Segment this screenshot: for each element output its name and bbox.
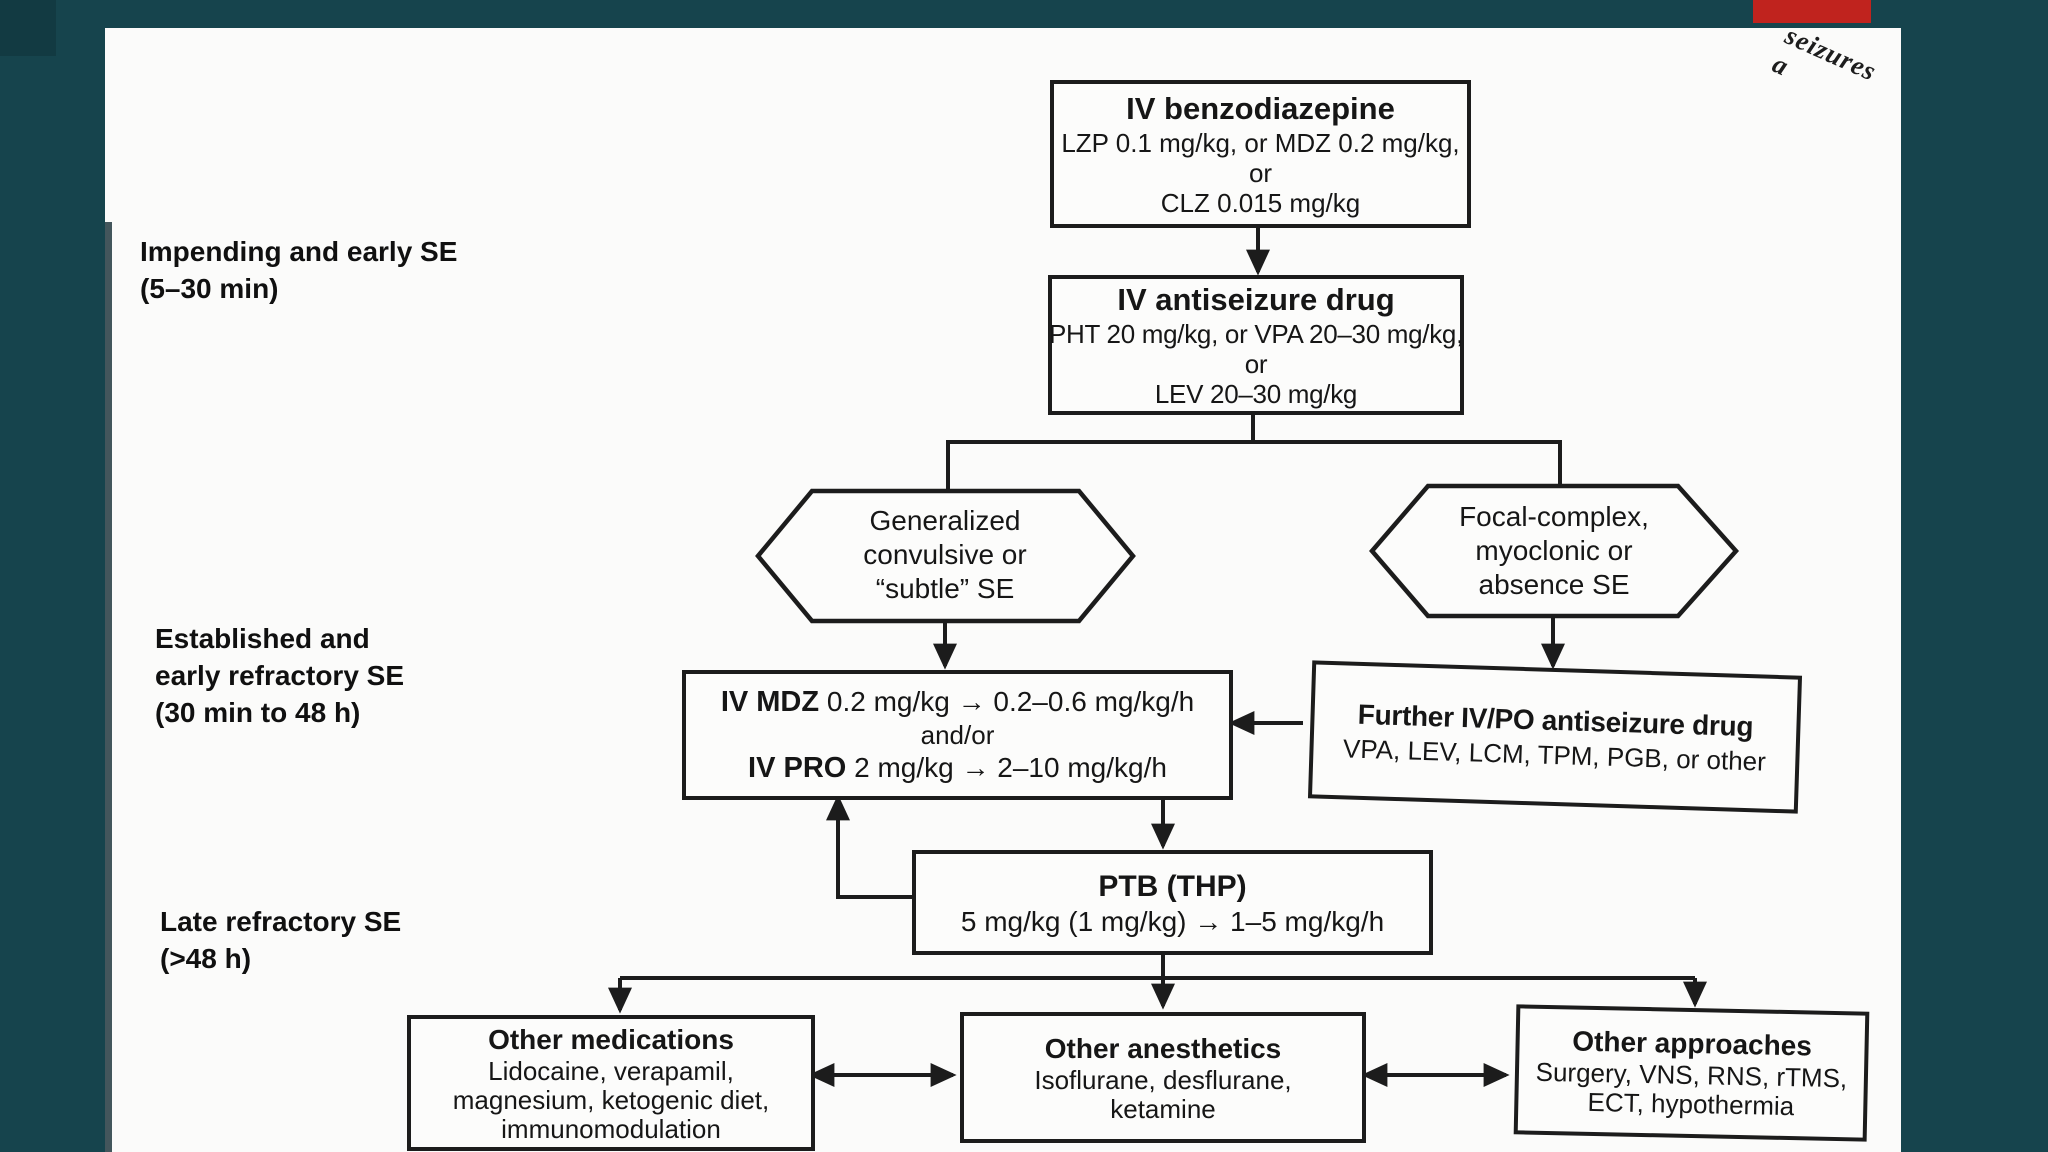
box-line: Surgery, VNS, RNS, rTMS, (1535, 1056, 1848, 1094)
drug-name-bold: IV PRO (748, 752, 847, 784)
stage-label-line: (>48 h) (160, 943, 252, 974)
flow-box-ptb-thp: PTB (THP) 5 mg/kg (1 mg/kg) → 1–5 mg/kg/… (912, 850, 1433, 955)
box-title: IV benzodiazepine (1126, 91, 1395, 126)
drug-name-bold: IV MDZ (720, 686, 820, 718)
stage-label-impending: Impending and early SE (5–30 min) (140, 233, 457, 307)
red-accent-bar (1753, 0, 1871, 23)
box-line: LEV 20–30 mg/kg (1154, 379, 1358, 409)
box-line: or (1244, 349, 1268, 379)
box-line: or (1248, 158, 1273, 188)
box-line: IV PRO 2 mg/kg → 2–10 mg/kg/h (748, 750, 1167, 786)
flow-box-further-antiseizure-drug: Further IV/PO antiseizure drug VPA, LEV,… (1307, 660, 1803, 814)
hexagon-focal-se (1369, 483, 1740, 619)
stage-label-late-refractory: Late refractory SE (>48 h) (160, 903, 401, 977)
page-edge-shadow (105, 222, 112, 1152)
dose-text: 2 mg/kg → 2–10 mg/kg/h (846, 752, 1167, 783)
stage-label-line: (5–30 min) (140, 273, 279, 304)
box-title: IV antiseizure drug (1117, 282, 1395, 317)
flow-box-other-medications: Other medications Lidocaine, verapamil, … (407, 1015, 815, 1151)
box-line: Lidocaine, verapamil, (488, 1055, 734, 1086)
hexagon-focal-text: Focal-complex, myoclonic or absence SE (1404, 500, 1704, 602)
stage-label-established: Established and early refractory SE (30 … (155, 620, 404, 731)
box-line: PHT 20 mg/kg, or VPA 20–30 mg/kg, (1048, 319, 1464, 349)
box-title: Other medications (488, 1023, 734, 1055)
box-title: Other anesthetics (1044, 1032, 1282, 1064)
box-line: magnesium, ketogenic diet, (452, 1084, 770, 1115)
hexagon-line: myoclonic or (1475, 535, 1633, 566)
flow-box-other-approaches: Other approaches Surgery, VNS, RNS, rTMS… (1513, 1004, 1870, 1142)
dose-text: 0.2 mg/kg → 0.2–0.6 mg/kg/h (819, 686, 1195, 717)
stage-label-line: early refractory SE (155, 660, 405, 691)
box-title: PTB (THP) (1098, 869, 1247, 903)
box-line: ketamine (1110, 1093, 1216, 1124)
flow-box-mdz-pro-infusion: IV MDZ 0.2 mg/kg → 0.2–0.6 mg/kg/h and/o… (682, 670, 1233, 800)
stage-label-line: Established and (155, 623, 370, 654)
box-line: immunomodulation (501, 1113, 721, 1144)
arrow-ptb-loop-to-mdz (826, 794, 912, 899)
stage-label-line: Impending and early SE (140, 236, 458, 267)
stage-label-line: (30 min to 48 h) (155, 697, 361, 728)
flow-box-benzodiazepine: IV benzodiazepine LZP 0.1 mg/kg, or MDZ … (1050, 80, 1471, 228)
hexagon-line: absence SE (1478, 569, 1630, 600)
hexagon-generalized-text: Generalized convulsive or “subtle” SE (795, 504, 1095, 606)
box-line: IV MDZ 0.2 mg/kg → 0.2–0.6 mg/kg/h (721, 684, 1194, 720)
stage-label-line: Late refractory SE (160, 906, 402, 937)
hexagon-line: Focal-complex, (1459, 501, 1649, 532)
flow-box-antiseizure-drug: IV antiseizure drug PHT 20 mg/kg, or VPA… (1048, 275, 1464, 415)
connector-split-to-hexagons (946, 440, 1562, 492)
corner-shade-decoration (0, 0, 56, 56)
box-line: CLZ 0.015 mg/kg (1160, 188, 1361, 218)
box-line: 5 mg/kg (1 mg/kg) → 1–5 mg/kg/h (960, 905, 1385, 937)
hexagon-line: convulsive or (863, 539, 1027, 570)
box-line: LZP 0.1 mg/kg, or MDZ 0.2 mg/kg, (1061, 128, 1460, 158)
box-line: Isoflurane, desflurane, (1034, 1064, 1292, 1095)
box-line: ECT, hypothermia (1587, 1086, 1795, 1122)
box-line: and/or (920, 720, 995, 750)
hexagon-line: “subtle” SE (875, 573, 1015, 604)
flow-box-other-anesthetics: Other anesthetics Isoflurane, desflurane… (960, 1012, 1366, 1143)
hexagon-generalized-se (755, 488, 1136, 624)
hexagon-line: Generalized (869, 505, 1021, 536)
